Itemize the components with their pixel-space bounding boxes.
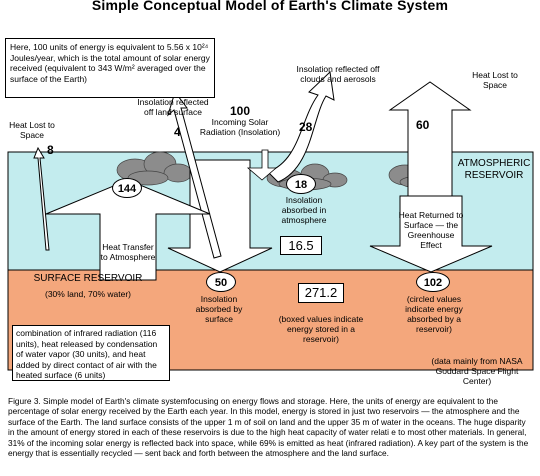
surface-storage-box: 271.2	[298, 283, 344, 303]
cloud-left	[116, 151, 193, 186]
incoming-value: 100	[230, 104, 251, 118]
reflected-clouds-value: 28	[299, 120, 313, 134]
insolation-absorbed-oval: 18	[286, 174, 316, 194]
heat-lost-left-arrow	[33, 146, 50, 251]
cloud-reflection-arrow	[267, 70, 335, 183]
surface-absorbed-oval: 50	[206, 272, 236, 292]
figure-caption: Figure 3. Simple model of Earth's climat…	[8, 396, 529, 459]
greenhouse-label: Heat Returned to Surface — the Greenhous…	[398, 210, 464, 250]
surface-reservoir-label: SURFACE RESERVOIR	[33, 273, 143, 284]
storage-note: (boxed values indicate energy stored in …	[278, 314, 364, 344]
combination-box: combination of infrared radiation (116 u…	[12, 325, 170, 381]
info-box: Here, 100 units of energy is equivalent …	[5, 38, 215, 98]
reflected-clouds-label: Insolation reflected off clouds and aero…	[296, 64, 380, 84]
surface-absorbed-label: Insolation absorbed by surface	[195, 294, 243, 324]
heat-lost-left-value: 8	[47, 143, 54, 157]
reflected-land-label: Insolation reflected off land surface	[137, 97, 209, 117]
atmosphere-storage-box: 16.5	[280, 236, 322, 255]
diagram-title: Simple Conceptual Model of Earth's Clima…	[91, 0, 449, 13]
atmosphere-reservoir-label: ATMOSPHERIC RESERVOIR	[457, 158, 531, 181]
incoming-label: Incoming Solar Radiation (Insolation)	[199, 117, 281, 137]
heat-lost-left-label: Heat Lost to Space	[9, 120, 55, 140]
atmosphere-absorbed-oval: 144	[112, 178, 142, 198]
reflected-land-value: 4	[174, 125, 181, 139]
source-note: (data mainly from NASA Goddard Space Fli…	[431, 356, 523, 386]
heat-transfer-arrow	[45, 179, 211, 281]
surface-circled-oval: 102	[416, 272, 450, 292]
insolation-absorbed-label: Insolation absorbed in atmosphere	[281, 195, 327, 225]
atmosphere-absorption-arrow	[246, 149, 278, 181]
incoming-solar-arrow	[167, 159, 273, 273]
heat-transfer-label: Heat Transfer to Atmosphere	[100, 242, 156, 262]
circled-note: (circled values indicate energy absorbed…	[405, 294, 463, 334]
land-reflection-arrow	[167, 90, 222, 259]
greenhouse-arrow	[369, 195, 493, 273]
surface-sublabel: (30% land, 70% water)	[45, 289, 131, 299]
heat-lost-right-label: Heat Lost to Space	[472, 70, 518, 90]
heat-lost-right-value: 60	[416, 118, 430, 132]
